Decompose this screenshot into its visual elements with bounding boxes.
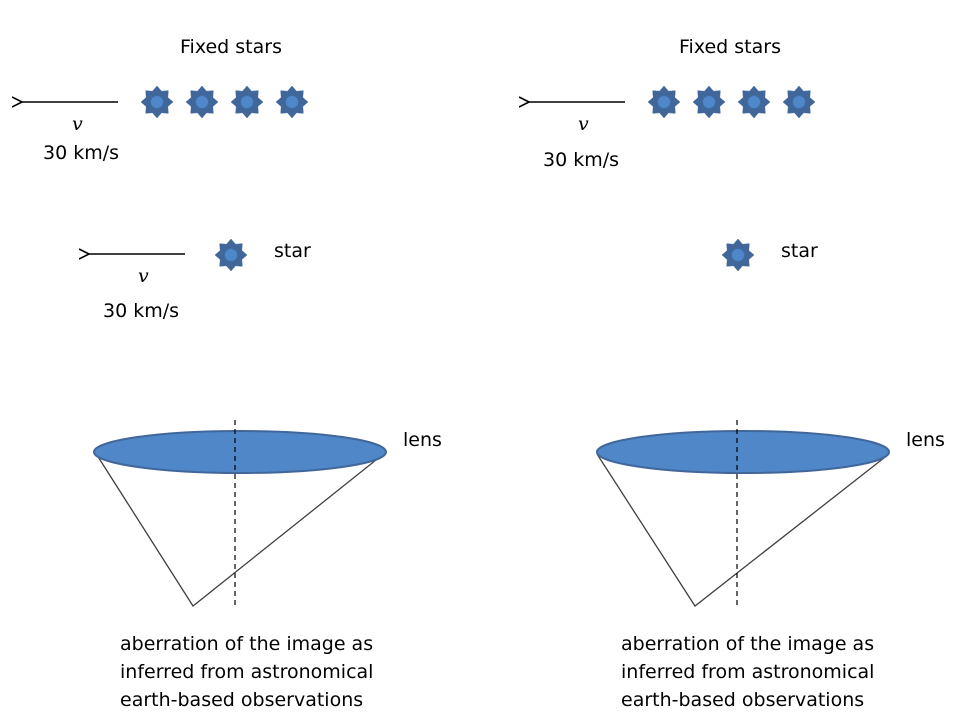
left-lens	[93, 430, 387, 474]
right-fixed-star-4-icon	[782, 85, 816, 119]
right-caption-line-2: inferred from astronomical	[621, 661, 874, 683]
right-caption-line-1: aberration of the image as	[621, 633, 874, 655]
left-fixed-star-1-icon	[140, 85, 174, 119]
left-star-label: star	[274, 240, 311, 262]
right-fixed-star-3-icon	[737, 85, 771, 119]
left-lens-label: lens	[403, 429, 442, 451]
right-star-label: star	[781, 240, 818, 262]
right-fixed-star-2-icon	[692, 85, 726, 119]
left-fixed-stars-label: Fixed stars	[180, 36, 282, 58]
left-fixed-star-4-icon	[275, 85, 309, 119]
left-fixed-velocity-symbol: v	[72, 113, 83, 135]
right-panel: Fixed stars v 30 km/s star lens aberrati…	[529, 36, 945, 711]
left-caption-line-3: earth-based observations	[120, 689, 363, 711]
right-lens-label: lens	[906, 429, 945, 451]
left-fixed-velocity-value: 30 km/s	[43, 142, 119, 164]
right-aberration-cone	[596, 453, 890, 607]
left-panel: Fixed stars v 30 km/s v 30 km/s star len…	[22, 36, 442, 711]
right-fixed-star-1-icon	[647, 85, 681, 119]
left-caption-line-1: aberration of the image as	[120, 633, 373, 655]
right-star-icon	[721, 238, 755, 272]
left-fixed-star-2-icon	[185, 85, 219, 119]
right-fixed-velocity-symbol: v	[578, 113, 589, 135]
right-fixed-velocity-value: 30 km/s	[543, 149, 619, 171]
left-moving-star-icon	[214, 238, 248, 272]
left-aberration-cone	[94, 451, 387, 607]
right-lens	[596, 430, 890, 474]
left-fixed-star-3-icon	[230, 85, 264, 119]
right-fixed-stars-label: Fixed stars	[679, 36, 781, 58]
left-caption-line-2: inferred from astronomical	[120, 661, 373, 683]
right-caption-line-3: earth-based observations	[621, 689, 864, 711]
left-star-velocity-symbol: v	[138, 265, 149, 287]
left-star-velocity-value: 30 km/s	[103, 300, 179, 322]
